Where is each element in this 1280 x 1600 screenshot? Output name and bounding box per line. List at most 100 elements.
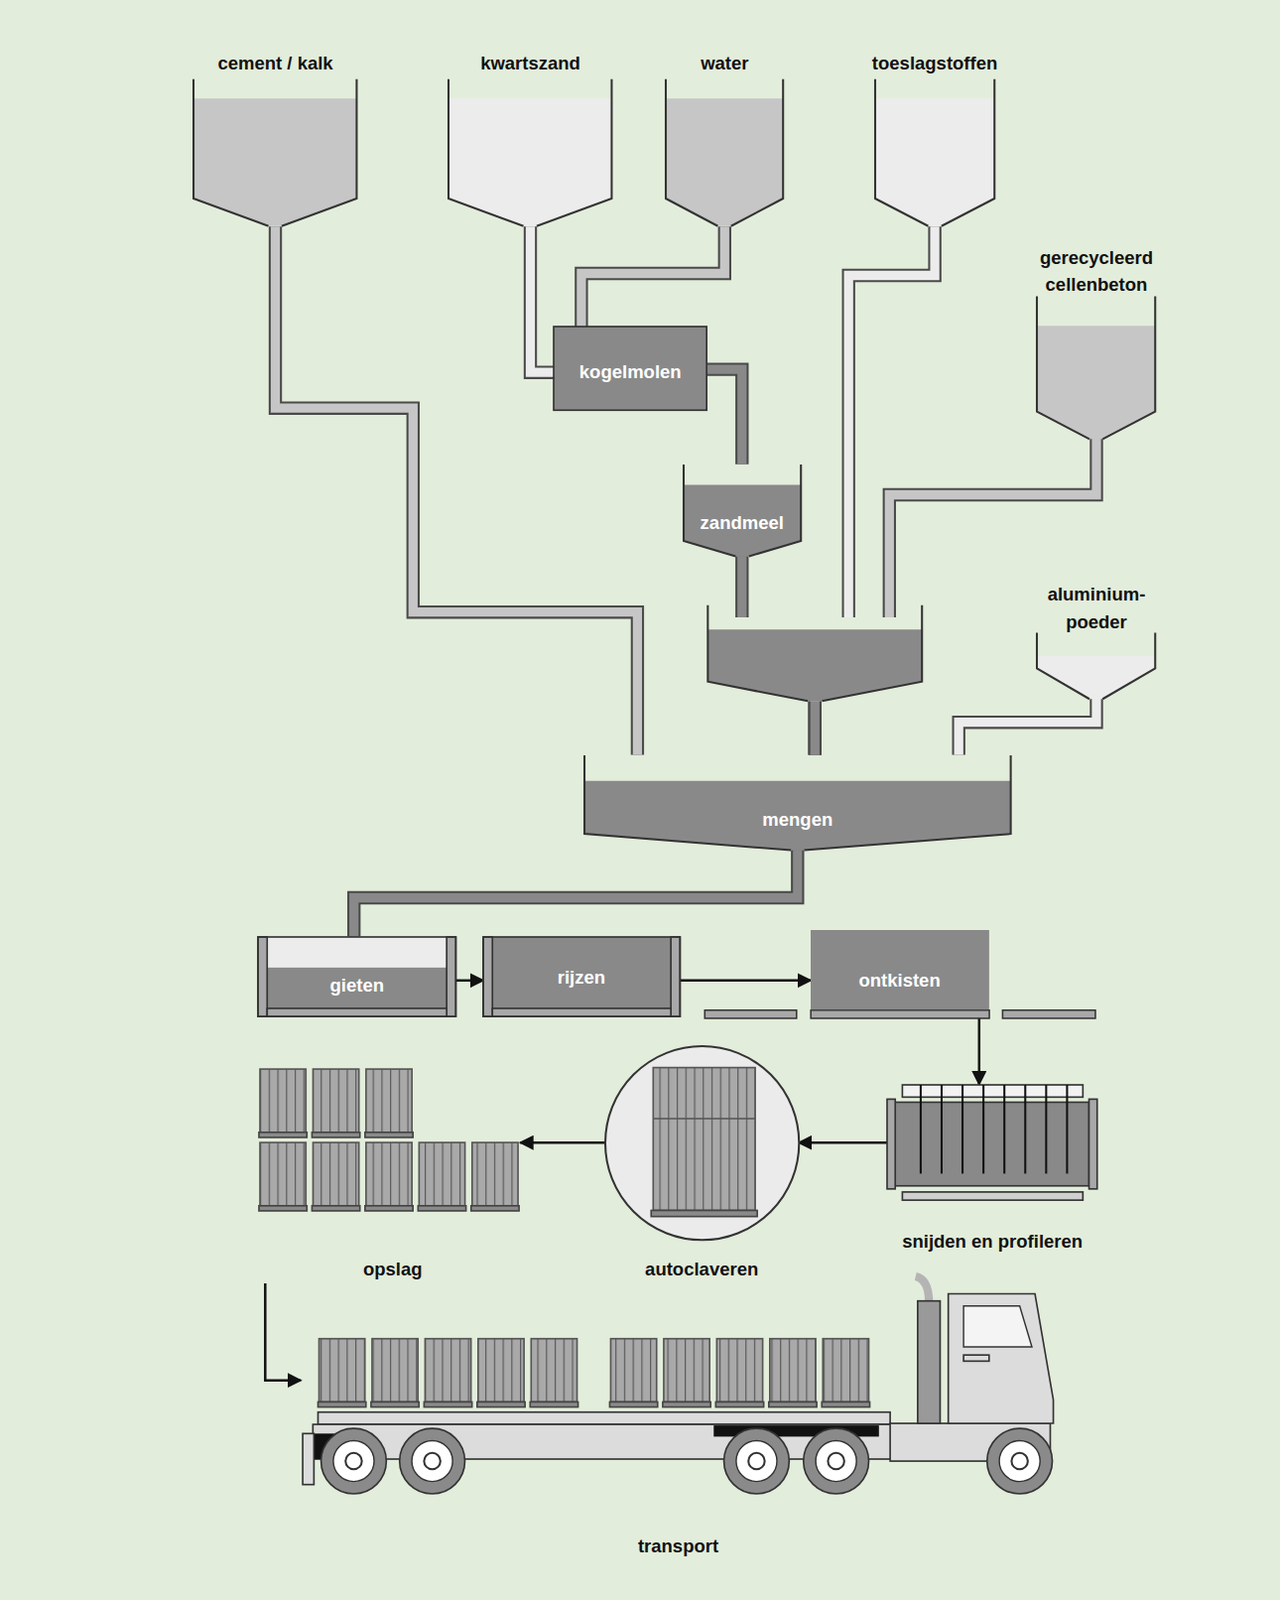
hopper-fill — [1036, 325, 1155, 439]
block-stack — [425, 1338, 472, 1403]
funnel-shape — [683, 464, 801, 557]
truck-shape — [300, 1275, 1056, 1561]
material-pipe — [581, 226, 725, 327]
wheel — [724, 1427, 790, 1494]
wheel-rim — [999, 1439, 1040, 1481]
node-label: gerecycleerd cellenbeton — [1020, 243, 1173, 298]
material-pipe — [530, 226, 555, 373]
flow-arrow — [264, 1282, 301, 1381]
mould-mass — [492, 936, 671, 1009]
flatbed — [318, 1411, 892, 1424]
block-stack — [366, 1142, 412, 1206]
node-label: opslag — [290, 1255, 496, 1283]
pipe-core — [530, 226, 555, 373]
cutting-wire — [919, 1084, 922, 1173]
block-stack — [313, 1142, 360, 1206]
cutting-wire — [1024, 1084, 1026, 1173]
flow-arrow — [456, 979, 485, 981]
hopper: toeslagstoffen — [875, 50, 995, 227]
pallet — [477, 1401, 525, 1407]
node-label: ontkisten — [817, 966, 981, 995]
mould-frame — [483, 936, 680, 1017]
exhaust-stack — [917, 1300, 941, 1423]
pipe-core — [706, 369, 743, 465]
mould-bottom — [492, 1008, 671, 1017]
hopper-outline — [1036, 632, 1155, 699]
mixer-funnel-shape — [584, 755, 1012, 851]
mould-empty — [266, 936, 447, 968]
cake-body — [894, 1101, 1089, 1185]
pallet — [424, 1401, 473, 1407]
pallet — [471, 1205, 519, 1211]
pallet — [365, 1132, 413, 1138]
block-stack — [769, 1338, 816, 1403]
mixer-funnel: mengen — [584, 755, 1012, 851]
wheel-rim — [411, 1439, 453, 1481]
pipe-core — [958, 698, 1097, 756]
block-stack — [717, 1338, 764, 1403]
block-stack — [478, 1338, 524, 1403]
hopper-outline — [448, 79, 612, 227]
mixing-funnel — [707, 605, 922, 702]
block-stack — [663, 1338, 710, 1403]
wheel-hub — [424, 1452, 441, 1469]
wheel-hub — [1012, 1452, 1028, 1469]
block-stack — [472, 1142, 518, 1206]
wheel-hub — [345, 1452, 362, 1469]
mould: gieten — [257, 936, 456, 1017]
pallet — [258, 1205, 307, 1211]
door-handle — [963, 1354, 990, 1361]
block-stack — [611, 1338, 657, 1403]
flow-arrow — [519, 1142, 605, 1144]
pallet — [365, 1205, 413, 1211]
node-label: kwartszand — [377, 49, 683, 78]
hopper: gerecycleerd cellenbeton — [1036, 243, 1155, 439]
cutting-machine-shape — [887, 1084, 1098, 1256]
material-pipe — [354, 849, 798, 936]
pipe-wall — [706, 369, 743, 465]
material-pipe — [958, 698, 1097, 756]
block-stack — [366, 1068, 412, 1133]
autoclave-shape — [605, 1045, 799, 1280]
hopper-shape — [875, 50, 995, 227]
cab-window — [963, 1305, 1032, 1347]
node-label: kogelmolen — [556, 358, 704, 386]
flow-arrow — [798, 1142, 889, 1144]
mould-side — [483, 936, 493, 1017]
node-label: toeslagstoffen — [812, 49, 1058, 78]
mould-side — [670, 936, 680, 1017]
pallet — [417, 1205, 466, 1211]
autoclave-vessel — [605, 1045, 799, 1240]
wheel-rim — [333, 1439, 375, 1481]
material-pipe — [706, 369, 743, 465]
pallet — [821, 1401, 870, 1407]
cutting-wire — [961, 1084, 964, 1173]
truck: transport — [300, 1275, 1056, 1561]
hopper-shape — [448, 50, 612, 227]
block-stack — [259, 1142, 306, 1206]
cake-block: ontkisten — [810, 929, 990, 1010]
wheel — [399, 1427, 466, 1494]
pallet — [312, 1205, 361, 1211]
block-stack — [372, 1338, 418, 1403]
mould-side — [257, 936, 267, 1017]
hopper-outline — [1036, 295, 1155, 439]
cutting-wire — [1045, 1084, 1048, 1173]
arrow-line — [978, 1010, 982, 1085]
pallet — [768, 1401, 817, 1407]
hopper: water — [665, 50, 783, 227]
cab — [948, 1292, 1054, 1423]
cutting-machine: snijden en profileren — [887, 1084, 1098, 1256]
arrow-line — [798, 1141, 889, 1145]
hopper: kwartszand — [448, 50, 612, 227]
block-stack — [531, 1338, 578, 1403]
wheel — [803, 1427, 870, 1494]
mould: rijzen — [483, 936, 680, 1017]
pallet — [312, 1132, 361, 1138]
mill-body — [553, 326, 707, 410]
storage: opslag — [259, 1065, 520, 1283]
end-plate — [1089, 1098, 1098, 1188]
pipe-core — [581, 226, 725, 327]
mould-mass — [266, 966, 447, 1008]
